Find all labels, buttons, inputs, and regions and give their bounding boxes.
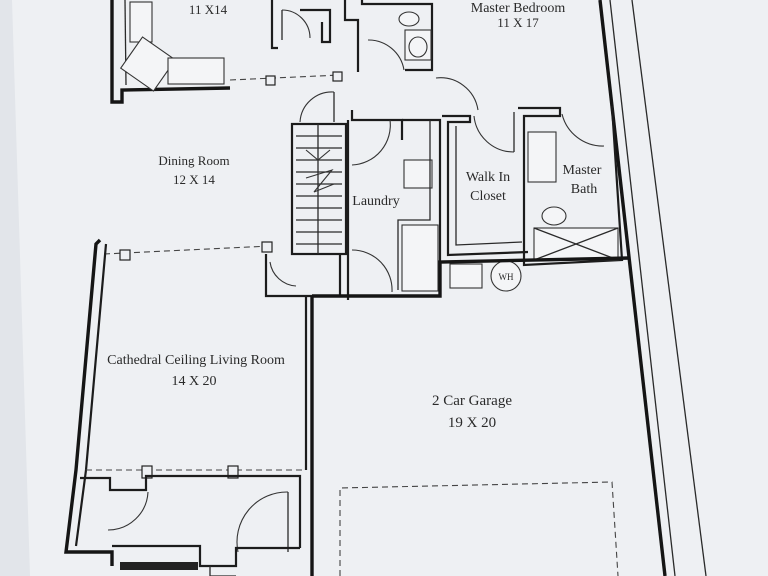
master-bath-room [518,105,624,267]
water-heater-label: WH [499,272,514,282]
laundry-room [346,110,442,300]
walk-in-closet-name-2: Closet [470,189,506,204]
laundry-name: Laundry [352,194,399,209]
room-labels: 11 X14 Master Bedroom 11 X 17 Dining Roo… [107,1,602,431]
upper-bath-toilet [408,36,428,58]
utility-box [449,263,483,289]
master-bath-name-1: Master [563,163,602,178]
garage-name: 2 Car Garage [432,393,512,409]
upper-bath-sink [398,11,420,27]
garage-dims: 19 X 20 [448,415,496,431]
kitchen-counter [129,1,153,43]
top-left-room [110,0,343,104]
master-bath-vanity [527,131,557,183]
living-room-name: Cathedral Ceiling Living Room [107,353,285,368]
upper-bath [360,0,434,72]
walk-in-closet-room [442,112,529,257]
laundry-washer [403,159,433,189]
top-left-room-dims: 11 X14 [189,2,228,17]
right-edge-lines [598,0,707,576]
master-bath-name-2: Bath [571,182,597,197]
stairs [264,122,348,298]
kitchen-base-cabinet [167,57,225,85]
top-hall [270,0,360,72]
hall-doors [299,77,479,123]
dining-room-dims: 12 X 14 [173,172,215,187]
kitchen-sink [119,36,177,92]
master-bath-toilet [541,206,567,226]
garage-room [312,256,631,576]
living-room-walls [64,238,314,576]
dining-room-name: Dining Room [158,153,229,168]
walk-in-closet-name-1: Walk In [466,170,510,185]
master-bedroom-dims: 11 X 17 [497,15,539,30]
living-room-dims: 14 X 20 [171,374,216,389]
laundry-cabinet [401,224,439,292]
paper-shadow-edge [0,0,30,576]
master-bedroom-name: Master Bedroom [471,1,566,16]
entry-area [80,474,302,576]
